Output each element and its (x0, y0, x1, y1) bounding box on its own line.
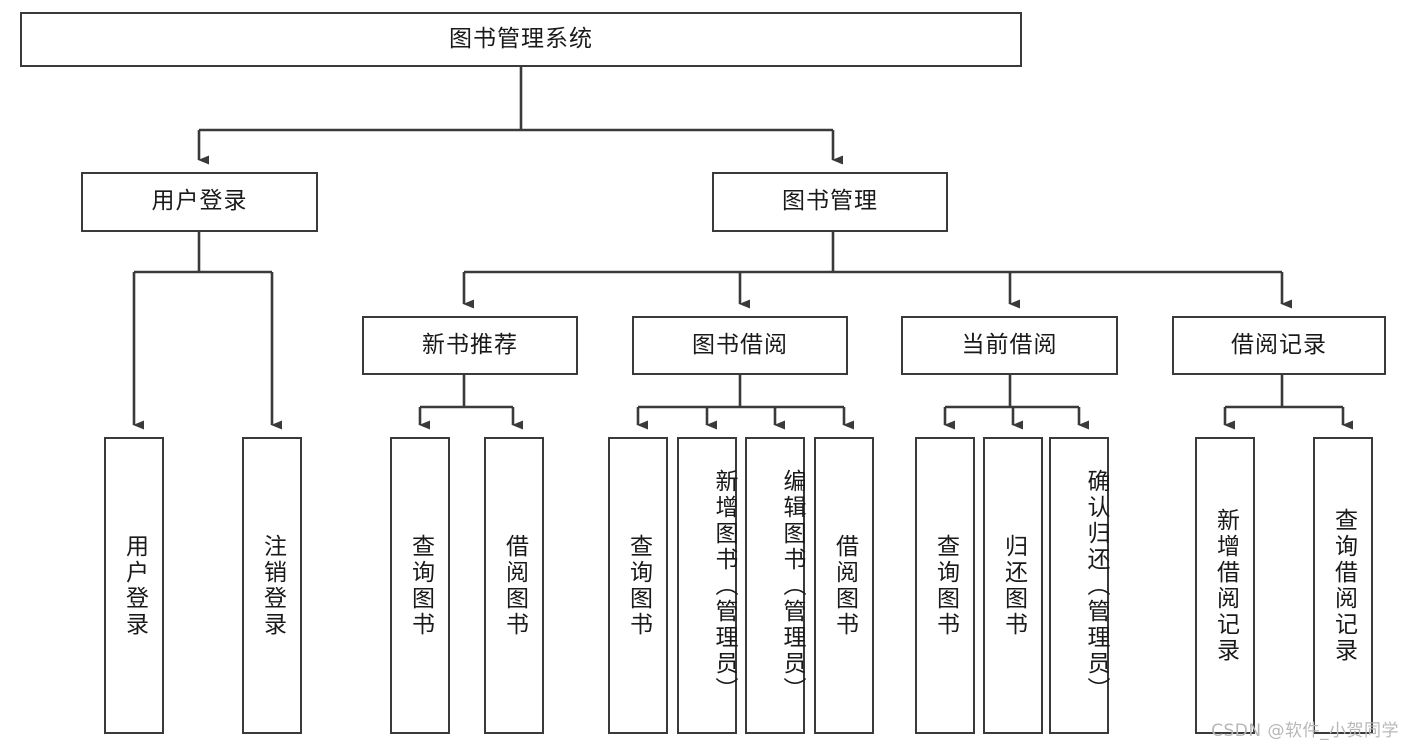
node-leaf-query-book-2[interactable]: 查询图书 (608, 437, 668, 734)
node-leaf-query-book-3-label: 查询图书 (932, 533, 959, 638)
node-book-borrow-label: 图书借阅 (692, 331, 788, 358)
node-borrow-record-label: 借阅记录 (1231, 331, 1327, 358)
node-user-login-label: 用户登录 (151, 188, 248, 215)
node-root-system-label: 图书管理系统 (449, 25, 593, 52)
node-leaf-return-book[interactable]: 归还图书 (983, 437, 1043, 734)
node-leaf-logout-login-label: 注销登录 (259, 533, 286, 638)
node-leaf-user-login[interactable]: 用户登录 (104, 437, 164, 734)
node-new-book-recommend[interactable]: 新书推荐 (362, 316, 578, 375)
node-leaf-query-book-1[interactable]: 查询图书 (390, 437, 450, 734)
node-leaf-add-book[interactable]: 新增图书（管理员） (677, 437, 737, 734)
node-leaf-add-record-label: 新增借阅记录 (1212, 507, 1239, 664)
node-new-book-recommend-label: 新书推荐 (422, 331, 518, 358)
node-leaf-borrow-book-2-label: 借阅图书 (831, 533, 858, 638)
node-user-login[interactable]: 用户登录 (81, 172, 318, 232)
node-leaf-query-book-1-label: 查询图书 (407, 533, 434, 638)
node-leaf-query-book-2-label: 查询图书 (625, 533, 652, 638)
node-root-system[interactable]: 图书管理系统 (20, 12, 1022, 67)
node-borrow-record[interactable]: 借阅记录 (1172, 316, 1386, 375)
node-leaf-edit-book[interactable]: 编辑图书（管理员） (745, 437, 805, 734)
node-leaf-query-book-3[interactable]: 查询图书 (915, 437, 975, 734)
node-book-management[interactable]: 图书管理 (712, 172, 948, 232)
node-leaf-logout-login[interactable]: 注销登录 (242, 437, 302, 734)
node-leaf-borrow-book-1-label: 借阅图书 (501, 533, 528, 638)
node-leaf-borrow-book-1[interactable]: 借阅图书 (484, 437, 544, 734)
node-leaf-borrow-book-2[interactable]: 借阅图书 (814, 437, 874, 734)
node-leaf-confirm-return[interactable]: 确认归还（管理员） (1049, 437, 1109, 734)
node-leaf-query-record[interactable]: 查询借阅记录 (1313, 437, 1373, 734)
node-leaf-add-record[interactable]: 新增借阅记录 (1195, 437, 1255, 734)
node-leaf-confirm-return-label: 确认归还（管理员） (1083, 468, 1109, 703)
node-leaf-edit-book-label: 编辑图书（管理员） (779, 468, 805, 703)
node-book-borrow[interactable]: 图书借阅 (632, 316, 848, 375)
node-leaf-query-record-label: 查询借阅记录 (1330, 507, 1357, 664)
node-current-borrow[interactable]: 当前借阅 (901, 316, 1118, 375)
node-leaf-return-book-label: 归还图书 (1000, 533, 1027, 638)
node-leaf-user-login-label: 用户登录 (121, 533, 148, 638)
node-leaf-add-book-label: 新增图书（管理员） (711, 468, 737, 703)
node-book-management-label: 图书管理 (782, 188, 878, 215)
node-current-borrow-label: 当前借阅 (961, 331, 1058, 358)
